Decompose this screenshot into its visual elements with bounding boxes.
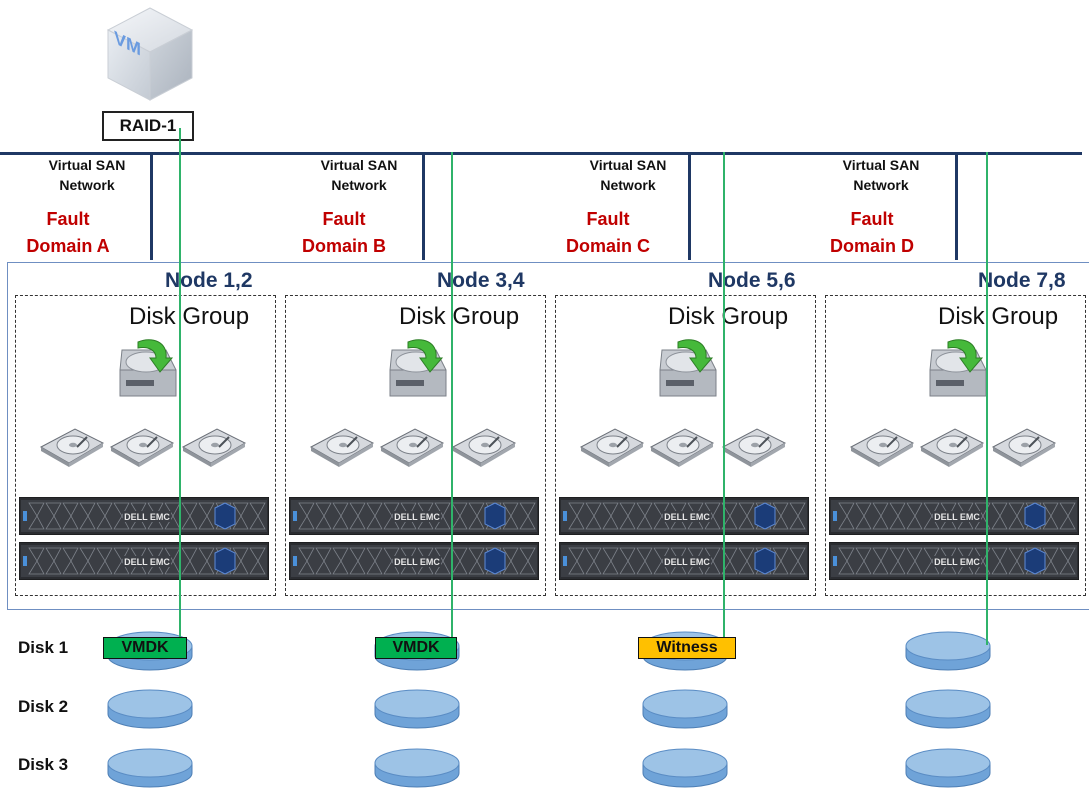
disk-cylinder-c-2 — [641, 688, 729, 730]
disk-cylinder-d-1 — [904, 630, 992, 672]
node-label-3-4: Node 3,4 — [437, 269, 525, 292]
server-icon-c-2: DELL EMC — [558, 541, 810, 585]
disk-cylinder-d-2 — [904, 688, 992, 730]
hdd-icon-b-1 — [307, 425, 377, 474]
hdd-icon-d-1 — [847, 425, 917, 474]
link-line-c — [723, 152, 725, 645]
cluster-frame — [7, 262, 1089, 610]
disk-row-label-3: Disk 3 — [18, 755, 69, 774]
server-icon-a-2: DELL EMC — [18, 541, 270, 585]
svg-text:DELL EMC: DELL EMC — [664, 557, 710, 567]
disk-cylinder-b-2 — [373, 688, 461, 730]
svg-text:DELL EMC: DELL EMC — [124, 557, 170, 567]
svg-text:DELL EMC: DELL EMC — [394, 557, 440, 567]
svg-text:DELL EMC: DELL EMC — [124, 512, 170, 522]
server-icon-c-1: DELL EMC — [558, 496, 810, 540]
disk-group-box-d — [825, 295, 1086, 596]
server-icon-b-2: DELL EMC — [288, 541, 540, 585]
disk-group-box-c — [555, 295, 816, 596]
network-divider-d — [955, 152, 958, 260]
vmdk-tag-a: VMDK — [103, 637, 187, 659]
disk-cylinder-c-3 — [641, 747, 729, 789]
node-label-7-8: Node 7,8 — [978, 269, 1066, 292]
disk-group-box-a — [15, 295, 276, 596]
witness-tag-c: Witness — [638, 637, 736, 659]
link-line-d — [986, 152, 988, 645]
hdd-icon-c-3 — [719, 425, 789, 474]
ssd-cache-icon-a — [116, 336, 180, 411]
server-icon-d-2: DELL EMC — [828, 541, 1080, 585]
svg-text:DELL EMC: DELL EMC — [934, 557, 980, 567]
svg-text:DELL EMC: DELL EMC — [934, 512, 980, 522]
ssd-cache-icon-b — [386, 336, 450, 411]
network-divider-a — [150, 152, 153, 260]
hdd-icon-a-3 — [179, 425, 249, 474]
network-divider-c — [688, 152, 691, 260]
hdd-icon-c-2 — [647, 425, 717, 474]
disk-row-label-1: Disk 1 — [18, 638, 69, 657]
server-icon-d-1: DELL EMC — [828, 496, 1080, 540]
raid-1-box: RAID-1 — [102, 111, 194, 141]
virtual-san-network-bar — [0, 152, 1082, 155]
hdd-icon-d-3 — [989, 425, 1059, 474]
disk-group-label-a: Disk Group — [129, 303, 250, 330]
server-icon-a-1: DELL EMC — [18, 496, 270, 540]
disk-group-label-d: Disk Group — [938, 303, 1059, 330]
link-line-b — [451, 152, 453, 645]
hdd-icon-b-2 — [377, 425, 447, 474]
disk-cylinder-d-3 — [904, 747, 992, 789]
hdd-icon-d-2 — [917, 425, 987, 474]
ssd-cache-icon-c — [656, 336, 720, 411]
disk-group-label-c: Disk Group — [668, 303, 789, 330]
node-label-1-2: Node 1,2 — [165, 269, 253, 292]
hdd-icon-a-1 — [37, 425, 107, 474]
disk-cylinder-a-2 — [106, 688, 194, 730]
disk-group-box-b — [285, 295, 546, 596]
vm-icon: VM — [100, 4, 200, 104]
hdd-icon-c-1 — [577, 425, 647, 474]
link-line-a — [179, 128, 181, 645]
disk-cylinder-a-3 — [106, 747, 194, 789]
hdd-icon-a-2 — [107, 425, 177, 474]
disk-group-label-b: Disk Group — [399, 303, 520, 330]
ssd-cache-icon-d — [926, 336, 990, 411]
vmdk-tag-b: VMDK — [375, 637, 457, 659]
node-label-5-6: Node 5,6 — [708, 269, 796, 292]
disk-row-label-2: Disk 2 — [18, 697, 69, 716]
server-icon-b-1: DELL EMC — [288, 496, 540, 540]
svg-text:DELL EMC: DELL EMC — [394, 512, 440, 522]
svg-text:DELL EMC: DELL EMC — [664, 512, 710, 522]
disk-cylinder-b-3 — [373, 747, 461, 789]
network-divider-b — [422, 152, 425, 260]
hdd-icon-b-3 — [449, 425, 519, 474]
